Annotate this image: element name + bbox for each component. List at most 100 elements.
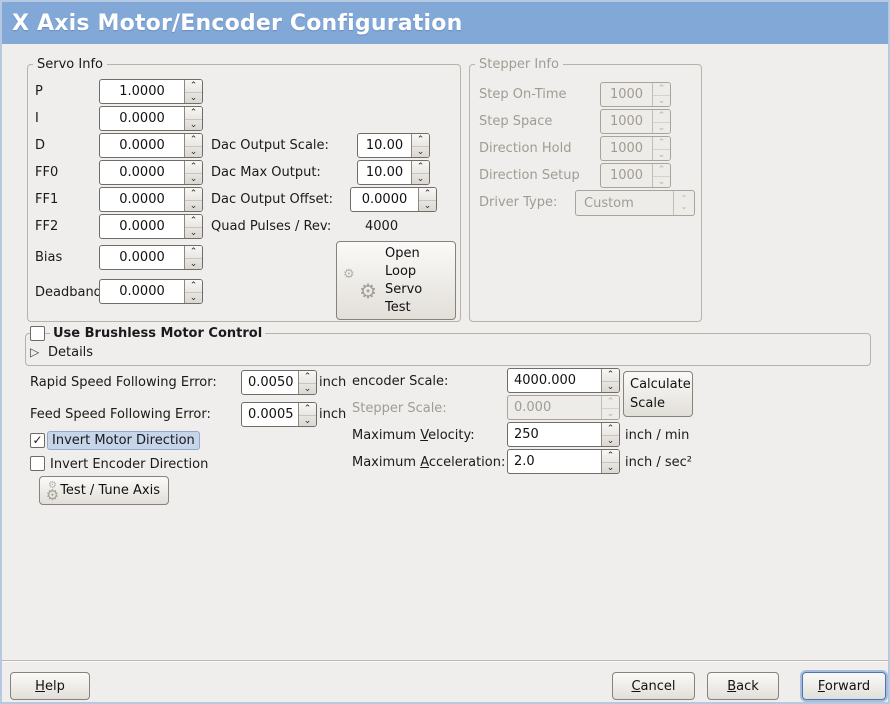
step-on-time-spin-buttons: ⌃⌄ bbox=[652, 83, 670, 106]
ff0-spinbox[interactable]: 0.0000 ⌃⌄ bbox=[99, 160, 203, 185]
dac-output-scale-spinbox[interactable]: 10.00 ⌃⌄ bbox=[357, 133, 430, 158]
help-button[interactable]: Help bbox=[10, 672, 90, 700]
deadband-spinbox[interactable]: 0.0000 ⌃⌄ bbox=[99, 279, 203, 304]
spin-up-icon[interactable]: ⌃ bbox=[299, 371, 316, 384]
dac-output-offset-spinbox[interactable]: 0.0000 ⌃⌄ bbox=[350, 187, 437, 212]
dac-max-output-spinbox[interactable]: 10.00 ⌃⌄ bbox=[357, 160, 430, 185]
ff1-spinbox[interactable]: 0.0000 ⌃⌄ bbox=[99, 187, 203, 212]
spin-down-icon[interactable]: ⌄ bbox=[606, 382, 615, 392]
rapid-following-error-spinbox[interactable]: 0.0050 ⌃⌄ bbox=[241, 370, 317, 395]
d-input[interactable]: 0.0000 bbox=[119, 138, 165, 153]
ff1-input[interactable]: 0.0000 bbox=[119, 192, 165, 207]
encoder-scale-spinbox[interactable]: 4000.000 ⌃⌄ bbox=[507, 368, 620, 393]
invert-motor-label[interactable]: Invert Motor Direction bbox=[47, 431, 200, 450]
spin-down-icon[interactable]: ⌄ bbox=[189, 228, 198, 238]
spin-up-icon[interactable]: ⌃ bbox=[185, 80, 202, 93]
d-spin-buttons[interactable]: ⌃⌄ bbox=[184, 134, 202, 157]
details-expander-label[interactable]: Details bbox=[48, 345, 94, 360]
spin-up-icon[interactable]: ⌃ bbox=[185, 161, 202, 174]
ff2-input[interactable]: 0.0000 bbox=[119, 219, 165, 234]
use-brushless-label[interactable]: Use Brushless Motor Control bbox=[50, 326, 266, 341]
p-spinbox[interactable]: 1.0000 ⌃⌄ bbox=[99, 79, 203, 104]
bias-spin-buttons[interactable]: ⌃⌄ bbox=[184, 246, 202, 269]
spin-up-icon[interactable]: ⌃ bbox=[602, 423, 619, 436]
spin-up-icon[interactable]: ⌃ bbox=[185, 280, 202, 293]
max-velocity-spin-buttons[interactable]: ⌃⌄ bbox=[601, 423, 619, 446]
max-velocity-spinbox[interactable]: 250 ⌃⌄ bbox=[507, 422, 620, 447]
invert-encoder-label[interactable]: Invert Encoder Direction bbox=[50, 457, 209, 472]
rapid-following-error-input[interactable]: 0.0050 bbox=[248, 375, 294, 390]
use-brushless-checkbox[interactable] bbox=[30, 326, 45, 341]
rapid-following-error-spin-buttons[interactable]: ⌃⌄ bbox=[298, 371, 316, 394]
dac-output-offset-spin-buttons[interactable]: ⌃⌄ bbox=[418, 188, 436, 211]
max-acceleration-spin-buttons[interactable]: ⌃⌄ bbox=[601, 450, 619, 473]
spin-up-icon: ⌃ bbox=[653, 137, 670, 150]
spin-down-icon[interactable]: ⌄ bbox=[189, 147, 198, 157]
test-tune-axis-button[interactable]: ⚙ ⚙ Test / Tune Axis bbox=[39, 476, 169, 505]
feed-following-error-spinbox[interactable]: 0.0005 ⌃⌄ bbox=[241, 402, 317, 427]
invert-encoder-checkbox[interactable] bbox=[30, 456, 45, 471]
spin-up-icon[interactable]: ⌃ bbox=[602, 450, 619, 463]
max-acceleration-spinbox[interactable]: 2.0 ⌃⌄ bbox=[507, 449, 620, 474]
deadband-input[interactable]: 0.0000 bbox=[119, 284, 165, 299]
spin-up-icon[interactable]: ⌃ bbox=[185, 246, 202, 259]
p-spin-buttons[interactable]: ⌃⌄ bbox=[184, 80, 202, 103]
bias-input[interactable]: 0.0000 bbox=[119, 250, 165, 265]
spin-down-icon[interactable]: ⌄ bbox=[189, 93, 198, 103]
spin-up-icon[interactable]: ⌃ bbox=[185, 134, 202, 147]
dac-max-output-spin-buttons[interactable]: ⌃⌄ bbox=[411, 161, 429, 184]
cancel-button[interactable]: Cancel bbox=[612, 672, 695, 700]
max-acceleration-input[interactable]: 2.0 bbox=[514, 454, 535, 469]
spin-down-icon[interactable]: ⌄ bbox=[303, 384, 312, 394]
spin-up-icon[interactable]: ⌃ bbox=[185, 215, 202, 228]
spin-down-icon[interactable]: ⌄ bbox=[189, 259, 198, 269]
ff2-spin-buttons[interactable]: ⌃⌄ bbox=[184, 215, 202, 238]
spin-down-icon[interactable]: ⌄ bbox=[189, 293, 198, 303]
encoder-scale-input[interactable]: 4000.000 bbox=[514, 373, 577, 388]
deadband-spin-buttons[interactable]: ⌃⌄ bbox=[184, 280, 202, 303]
spin-down-icon: ⌄ bbox=[606, 409, 615, 419]
gears-icon: ⚙ ⚙ bbox=[343, 266, 377, 303]
dac-max-output-input[interactable]: 10.00 bbox=[365, 165, 404, 180]
feed-following-error-spin-buttons[interactable]: ⌃⌄ bbox=[298, 403, 316, 426]
ff2-spinbox[interactable]: 0.0000 ⌃⌄ bbox=[99, 214, 203, 239]
spin-down-icon[interactable]: ⌄ bbox=[423, 201, 432, 211]
invert-motor-checkbox[interactable]: ✓ bbox=[30, 433, 45, 448]
i-spin-buttons[interactable]: ⌃⌄ bbox=[184, 107, 202, 130]
dac-output-scale-input[interactable]: 10.00 bbox=[365, 138, 404, 153]
bias-spinbox[interactable]: 0.0000 ⌃⌄ bbox=[99, 245, 203, 270]
encoder-scale-spin-buttons[interactable]: ⌃⌄ bbox=[601, 369, 619, 392]
p-input[interactable]: 1.0000 bbox=[119, 84, 165, 99]
spin-down-icon[interactable]: ⌄ bbox=[606, 436, 615, 446]
ff1-spin-buttons[interactable]: ⌃⌄ bbox=[184, 188, 202, 211]
spin-down-icon[interactable]: ⌄ bbox=[606, 463, 615, 473]
spin-down-icon[interactable]: ⌄ bbox=[189, 174, 198, 184]
forward-button[interactable]: Forward bbox=[802, 672, 886, 700]
spin-up-icon[interactable]: ⌃ bbox=[185, 107, 202, 120]
spin-up-icon[interactable]: ⌃ bbox=[602, 369, 619, 382]
spin-up-icon[interactable]: ⌃ bbox=[299, 403, 316, 416]
spin-up-icon[interactable]: ⌃ bbox=[185, 188, 202, 201]
ff0-input[interactable]: 0.0000 bbox=[119, 165, 165, 180]
back-button[interactable]: Back bbox=[707, 672, 779, 700]
spin-down-icon[interactable]: ⌄ bbox=[189, 120, 198, 130]
spin-down-icon[interactable]: ⌄ bbox=[303, 416, 312, 426]
ff0-spin-buttons[interactable]: ⌃⌄ bbox=[184, 161, 202, 184]
spin-down-icon[interactable]: ⌄ bbox=[189, 201, 198, 211]
open-loop-servo-test-button[interactable]: ⚙ ⚙ Open Loop Servo Test bbox=[336, 241, 456, 320]
i-spinbox[interactable]: 0.0000 ⌃⌄ bbox=[99, 106, 203, 131]
spin-up-icon[interactable]: ⌃ bbox=[419, 188, 436, 201]
d-spinbox[interactable]: 0.0000 ⌃⌄ bbox=[99, 133, 203, 158]
max-velocity-input[interactable]: 250 bbox=[514, 427, 539, 442]
spin-down-icon[interactable]: ⌄ bbox=[416, 147, 425, 157]
spin-down-icon: ⌄ bbox=[657, 177, 666, 187]
i-input[interactable]: 0.0000 bbox=[119, 111, 165, 126]
spin-up-icon[interactable]: ⌃ bbox=[412, 134, 429, 147]
calculate-scale-button[interactable]: Calculate Scale bbox=[623, 371, 693, 417]
feed-following-error-input[interactable]: 0.0005 bbox=[248, 407, 294, 422]
spin-down-icon[interactable]: ⌄ bbox=[416, 174, 425, 184]
spin-up-icon[interactable]: ⌃ bbox=[412, 161, 429, 174]
dac-output-scale-spin-buttons[interactable]: ⌃⌄ bbox=[411, 134, 429, 157]
expander-arrow-icon[interactable]: ▷ bbox=[30, 345, 40, 359]
dac-output-offset-input[interactable]: 0.0000 bbox=[361, 192, 408, 207]
